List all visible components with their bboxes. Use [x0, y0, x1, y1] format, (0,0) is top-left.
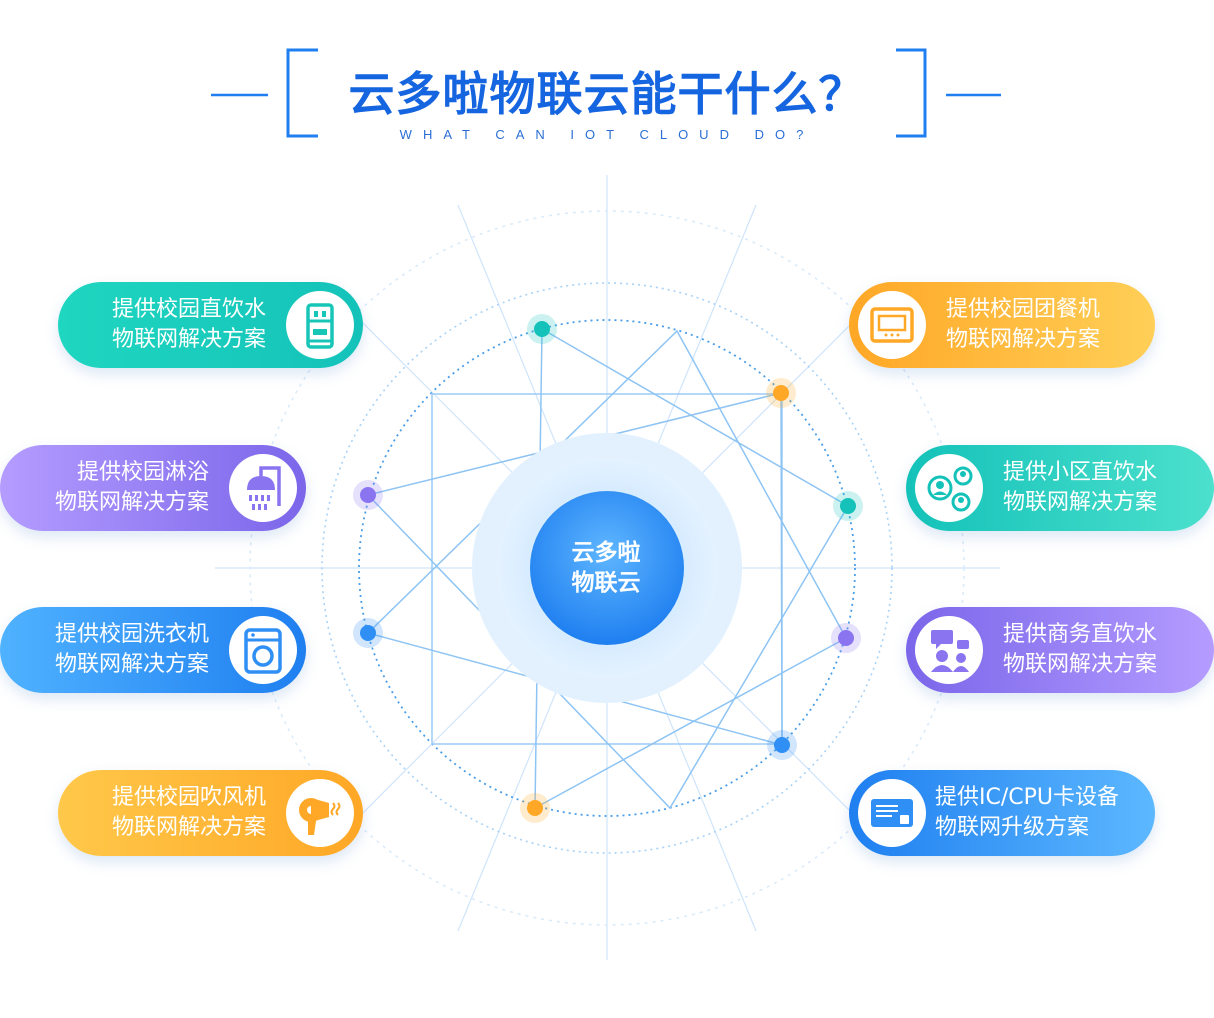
center-label: 云多啦 物联云	[530, 538, 682, 598]
solution-campus-washing-machine[interactable]: 提供校园洗衣机 物联网解决方案	[0, 607, 306, 693]
card-device-icon	[858, 779, 926, 847]
solution-line1: 提供校园团餐机	[946, 297, 1101, 322]
community-icon	[915, 454, 983, 522]
solution-line1: 提供校园直饮水	[111, 297, 266, 322]
page-title: 云多啦物联云能干什么？	[348, 67, 866, 121]
solution-line1: 提供商务直饮水	[1003, 622, 1158, 647]
solution-campus-hair-dryer[interactable]: 提供校园吹风机 物联网解决方案	[58, 770, 363, 856]
solution-line1: 提供IC/CPU卡设备	[935, 785, 1119, 810]
ring-node	[527, 800, 543, 816]
solution-line1: 提供校园吹风机	[111, 785, 266, 810]
solution-line2: 物联网解决方案	[54, 652, 209, 677]
center-label-line1: 云多啦	[571, 540, 641, 566]
ring-node	[360, 487, 376, 503]
middle-ring	[321, 282, 893, 854]
washing-machine-icon	[229, 616, 297, 684]
ring-nodes	[353, 314, 863, 823]
solution-line2: 物联网升级方案	[935, 815, 1090, 840]
ring-node	[534, 321, 550, 337]
business-icon	[915, 616, 983, 684]
solution-campus-meal-terminal[interactable]: 提供校园团餐机 物联网解决方案	[849, 282, 1155, 368]
solution-line2: 物联网解决方案	[946, 327, 1101, 352]
solution-line2: 物联网解决方案	[1003, 652, 1158, 677]
ring-node	[840, 498, 856, 514]
ring-node	[360, 625, 376, 641]
outer-ring	[249, 210, 965, 926]
shower-icon	[229, 454, 297, 522]
solution-line1: 提供小区直饮水	[1003, 460, 1158, 485]
solution-line2: 物联网解决方案	[111, 815, 266, 840]
title-brackets	[211, 48, 1001, 138]
solution-card-device-upgrade[interactable]: 提供IC/CPU卡设备 物联网升级方案	[849, 770, 1155, 856]
ring-node	[773, 385, 789, 401]
center-label-line2: 物联云	[571, 570, 641, 596]
solution-line2: 物联网解决方案	[1003, 490, 1158, 515]
solution-campus-drinking-water[interactable]: 提供校园直饮水 物联网解决方案	[58, 282, 363, 368]
water-dispenser-icon	[286, 291, 354, 359]
ring-node	[838, 630, 854, 646]
hair-dryer-icon	[286, 779, 354, 847]
solution-campus-shower[interactable]: 提供校园淋浴 物联网解决方案	[0, 445, 306, 531]
ring-node	[774, 737, 790, 753]
solution-business-drinking-water[interactable]: 提供商务直饮水 物联网解决方案	[906, 607, 1214, 693]
solution-line2: 物联网解决方案	[54, 490, 209, 515]
inner-ring	[358, 319, 856, 817]
solution-line1: 提供校园淋浴	[76, 460, 209, 485]
title-block: 云多啦物联云能干什么？ WHAT CAN IOT CLOUD DO?	[0, 0, 1214, 150]
center-core	[530, 491, 684, 645]
solution-line2: 物联网解决方案	[111, 327, 266, 352]
page-subtitle: WHAT CAN IOT CLOUD DO?	[399, 127, 815, 142]
solution-line1: 提供校园洗衣机	[54, 622, 209, 647]
meal-terminal-icon	[858, 291, 926, 359]
solution-community-drinking-water[interactable]: 提供小区直饮水 物联网解决方案	[906, 445, 1214, 531]
